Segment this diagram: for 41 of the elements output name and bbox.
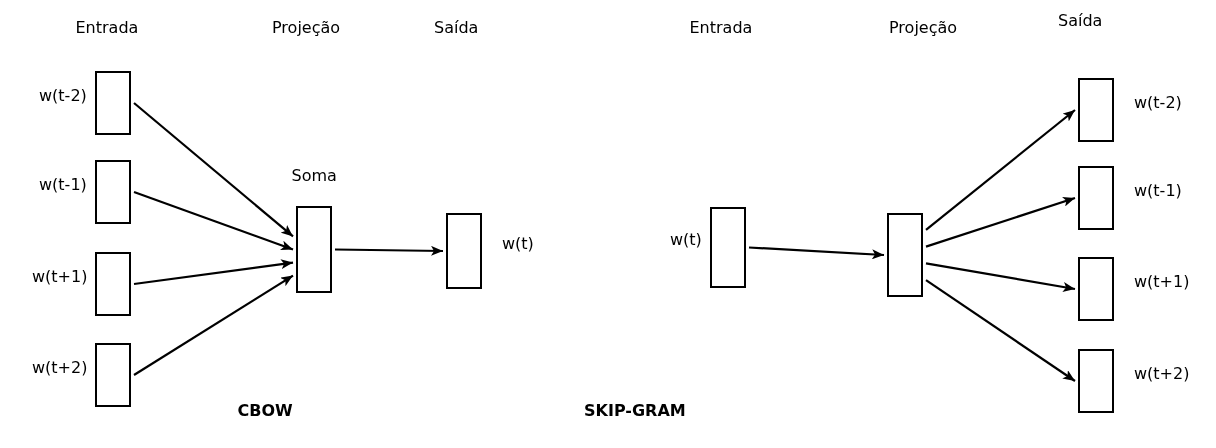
word-label: w(t+1) (1134, 271, 1190, 291)
word-label: w(t-2) (39, 85, 87, 105)
arrow (925, 279, 1076, 382)
vector-box (887, 213, 923, 297)
vector-box (95, 252, 131, 316)
arrow (133, 274, 294, 376)
word-label: w(t+2) (1134, 363, 1190, 383)
arrow (133, 259, 294, 286)
arrow (925, 262, 1076, 292)
vector-box (95, 160, 131, 224)
word-label: w(t+1) (32, 266, 88, 286)
model-name-label: SKIP-GRAM (584, 400, 686, 420)
vector-box (1078, 78, 1114, 142)
column-header: Saída (434, 17, 479, 37)
model-name-label: CBOW (237, 400, 293, 420)
arrow (133, 190, 294, 251)
word-label: w(t+2) (32, 357, 88, 377)
word-label: Soma (291, 166, 337, 185)
arrow (133, 102, 294, 238)
word-label: w(t) (670, 230, 702, 249)
word-label: w(t-1) (1134, 180, 1182, 200)
column-header: Projeção (889, 17, 958, 37)
vector-box (1078, 349, 1114, 413)
arrow (925, 109, 1076, 231)
vector-box (95, 71, 131, 135)
vector-box (1078, 166, 1114, 230)
word-label: w(t-1) (39, 174, 87, 194)
arrow (335, 245, 443, 256)
arrow (748, 246, 885, 260)
vector-box (710, 207, 746, 288)
word-label: w(t-2) (1134, 92, 1182, 112)
vector-box (446, 213, 482, 289)
word-label: w(t) (502, 233, 534, 253)
vector-box (296, 206, 332, 293)
vector-box (95, 343, 131, 407)
arrow (925, 196, 1076, 248)
column-header: Projeção (272, 17, 341, 37)
column-header: Entrada (75, 17, 139, 37)
vector-box (1078, 257, 1114, 321)
column-header: Saída (1058, 10, 1103, 30)
column-header: Entrada (689, 17, 753, 37)
